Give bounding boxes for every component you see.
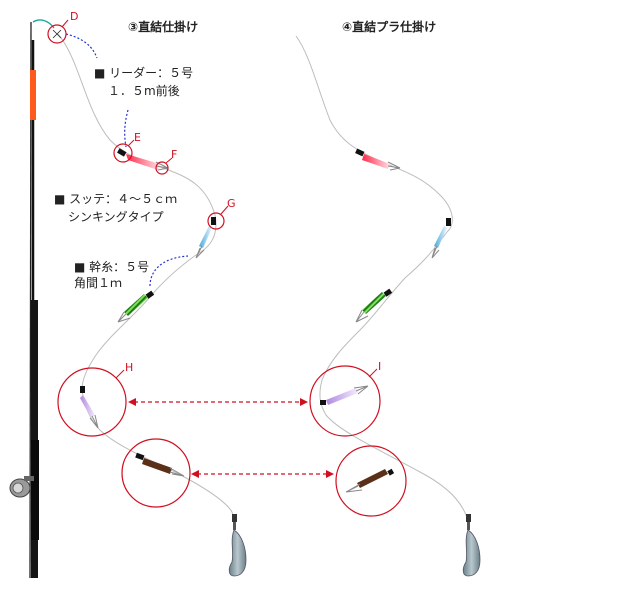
- title-right-rig: ④直結プラ仕掛け: [342, 20, 437, 34]
- compare-circle-lower-left: [121, 438, 191, 508]
- right-mainline: [295, 35, 469, 521]
- right-pink-sutte: [355, 148, 401, 171]
- marker-label-g: G: [227, 197, 236, 210]
- note-leader-line2: １．５m前後: [108, 84, 180, 98]
- rod-accent-band: [30, 70, 36, 120]
- right-brown-sutte: [345, 468, 395, 493]
- left-sinker: [228, 514, 247, 577]
- left-green-sutte: [117, 290, 155, 323]
- compare-circle-i-right: [309, 365, 381, 437]
- comparison-arrow-upper: [128, 398, 308, 406]
- note-mikito-line1: ■ 幹糸：５号: [74, 260, 150, 274]
- reel-icon: [9, 476, 34, 498]
- left-lavender-sutte: [80, 386, 99, 429]
- leader-pointer: [65, 33, 98, 59]
- note-sutte-line2: シンキングタイプ: [68, 210, 164, 224]
- marker-label-f: F: [171, 148, 178, 161]
- compare-circle-h-left: [57, 367, 127, 437]
- fishing-rod: [9, 19, 55, 579]
- marker-label-i: I: [378, 360, 382, 373]
- mikito-pointer: [149, 255, 189, 287]
- marker-d-circle: [47, 24, 67, 44]
- note-leader-line1: ■ リーダー：５号: [94, 66, 194, 80]
- marker-f-circle: [155, 161, 169, 175]
- marker-g-circle: [207, 212, 225, 230]
- comparison-arrow-lower: [191, 470, 334, 478]
- leader-end-pointer: [124, 109, 129, 148]
- note-mikito-line2: 角間１ｍ: [74, 276, 123, 290]
- swivel-icon-d: [52, 29, 62, 39]
- left-blue-sutte: [195, 217, 216, 259]
- marker-label-d: D: [70, 10, 79, 23]
- title-left-rig: ③直結仕掛け: [128, 20, 199, 34]
- marker-e-circle: [113, 143, 133, 163]
- right-sinker: [462, 514, 481, 577]
- right-lavender-sutte: [320, 385, 369, 405]
- compare-circle-lower-right: [335, 445, 407, 517]
- note-sutte-line1: ■ スッテ：４～５ｃｍ: [54, 192, 178, 206]
- right-green-sutte: [355, 288, 393, 323]
- left-pink-sutte: [117, 148, 169, 171]
- marker-label-h: H: [125, 361, 134, 374]
- left-brown-sutte: [135, 452, 185, 477]
- marker-label-e: E: [134, 131, 141, 144]
- right-blue-sutte: [431, 218, 451, 259]
